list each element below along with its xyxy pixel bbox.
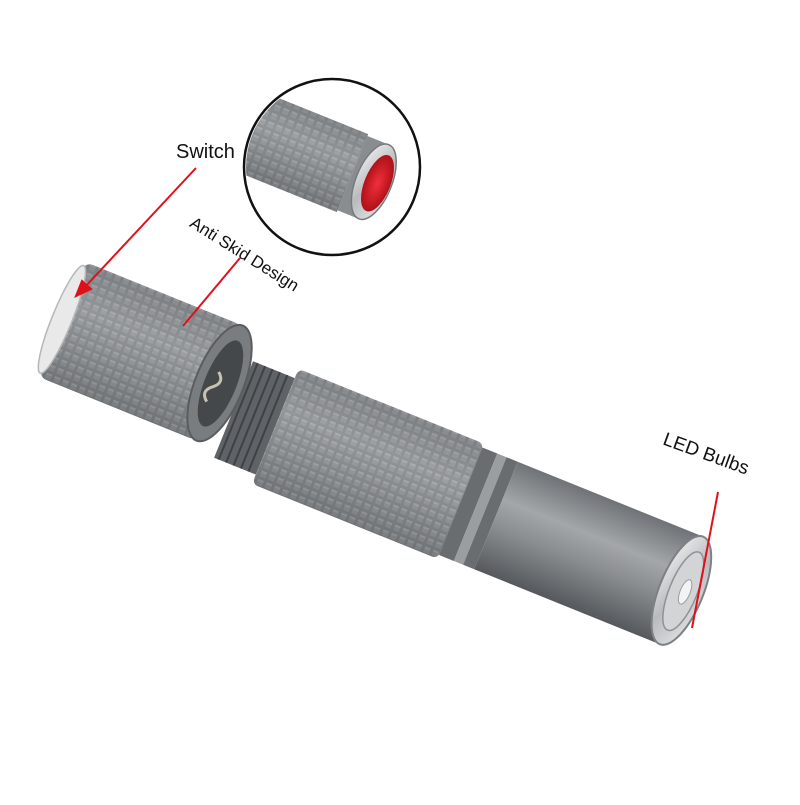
tail-switch-boot [37, 264, 87, 375]
smooth-head [474, 461, 704, 645]
switch-leader-line [83, 167, 197, 289]
detail-magnifier [242, 77, 422, 257]
spring-icon [203, 371, 223, 403]
flashlight-tail-cap [37, 264, 253, 443]
flashlight-main-body [214, 361, 713, 646]
antiskid-leader-line [182, 257, 241, 327]
switch-label: Switch [176, 141, 235, 163]
red-switch-button [361, 154, 394, 212]
leader-lines [74, 167, 719, 629]
groove-ring [439, 447, 498, 562]
thread-section [214, 361, 295, 475]
switch-arrow-icon [74, 279, 93, 298]
led-bulb [677, 579, 693, 605]
led-leader-line [691, 491, 719, 629]
